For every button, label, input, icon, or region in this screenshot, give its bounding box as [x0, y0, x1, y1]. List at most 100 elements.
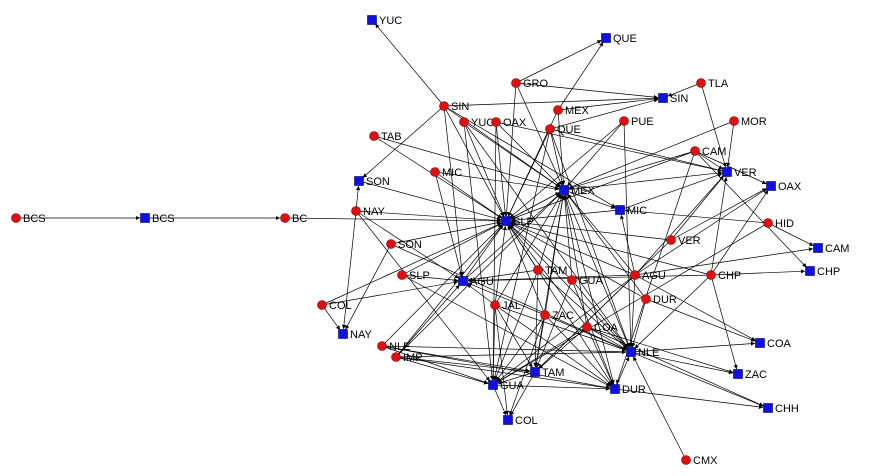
origin-node-tab[interactable]: TAB [369, 131, 402, 143]
edge-o_ZAC-to-d_DUR [544, 314, 612, 386]
node-label: CAM [825, 243, 849, 255]
destination-node-marker [530, 367, 540, 377]
destination-node-son[interactable]: SON [354, 176, 390, 188]
destination-node-gua[interactable]: GUA [488, 380, 525, 392]
origin-node-gro[interactable]: GRO [511, 78, 549, 90]
edge-d_SLP-to-d_DUR [505, 220, 613, 385]
edge-d_TAM-to-d_GUA [497, 371, 536, 385]
origin-node-col[interactable]: COL [317, 300, 352, 312]
origin-node-nay[interactable]: NAY [351, 206, 386, 218]
destination-node-que[interactable]: QUE [601, 33, 637, 45]
origin-node-que[interactable]: QUE [545, 124, 581, 136]
destination-node-slp[interactable]: SLP [501, 216, 534, 228]
origin-node-slp[interactable]: SLP [397, 270, 430, 282]
edge-o_NLE-to-d_SLP [381, 224, 503, 347]
destination-node-cam[interactable]: CAM [813, 243, 850, 255]
origin-node-tam[interactable]: TAM [533, 265, 568, 277]
origin-node-marker [459, 117, 469, 127]
origin-node-marker [641, 294, 651, 304]
origin-node-marker [511, 78, 521, 88]
node-label: OAX [503, 117, 527, 129]
destination-node-mex[interactable]: MEX [559, 185, 596, 197]
origin-node-yuc[interactable]: YUC [459, 117, 495, 129]
origin-node-marker [317, 300, 327, 310]
destination-node-mic[interactable]: MIC [615, 205, 648, 217]
destination-node-marker [601, 33, 611, 43]
edge-o_COA-to-d_MEX [563, 194, 588, 328]
origin-node-mic[interactable]: MIC [430, 167, 463, 179]
destination-node-tam[interactable]: TAM [530, 367, 565, 379]
node-label: NAY [350, 329, 372, 341]
edge-o_QUE-to-d_SIN [549, 98, 659, 130]
edge-o_IMP-to-d_GUA [395, 356, 489, 385]
destination-node-oax[interactable]: OAX [766, 181, 802, 193]
node-label: DUR [622, 384, 646, 396]
edge-d_MEX-to-d_DUR [563, 189, 615, 385]
origin-node-dur[interactable]: DUR [641, 294, 677, 306]
destination-node-marker [367, 15, 377, 25]
origin-node-marker [696, 78, 706, 88]
origin-node-oax[interactable]: OAX [491, 117, 527, 129]
edge-o_GRO-to-d_SIN [515, 82, 659, 100]
origin-node-pue[interactable]: PUE [619, 116, 654, 128]
origin-node-mor[interactable]: MOR [729, 116, 767, 128]
origin-node-marker [630, 270, 640, 280]
edge-d_MIC-to-d_SLP [510, 209, 621, 223]
edge-o_CAM-to-d_CHP [694, 150, 807, 268]
destination-node-zac[interactable]: ZAC [733, 369, 768, 381]
edge-o_MEX-to-d_QUE [557, 41, 604, 111]
edge-o_QUE-to-d_VER [549, 128, 723, 172]
edge-o_JAL-to-d_COL [494, 304, 510, 416]
edge-o_DUR-to-d_SLP [510, 223, 647, 300]
destination-node-nle[interactable]: NLE [626, 347, 660, 359]
origin-node-son[interactable]: SON [386, 239, 422, 251]
origin-node-cam[interactable]: CAM [690, 146, 727, 158]
destination-node-yuc[interactable]: YUC [367, 15, 403, 27]
destination-node-bcs[interactable]: BCS [140, 213, 175, 225]
destination-node-coa[interactable]: COA [755, 338, 792, 350]
origin-node-jal[interactable]: JAL [490, 300, 521, 312]
origin-node-mex[interactable]: MEX [553, 105, 590, 117]
origin-node-marker [619, 116, 629, 126]
destination-node-marker [458, 276, 468, 286]
node-label: MIC [627, 205, 647, 217]
origin-node-ver[interactable]: VER [666, 235, 701, 247]
origin-node-gua[interactable]: GUA [567, 275, 604, 287]
node-label: IMP [403, 352, 423, 364]
edge-o_AGU-to-d_TAM [538, 274, 636, 369]
origin-node-coa[interactable]: COA [582, 322, 619, 334]
destination-node-marker [722, 167, 732, 177]
edge-o_TAM-to-d_GUA [494, 269, 539, 381]
node-label: COL [329, 300, 352, 312]
origin-node-bc[interactable]: BC [280, 213, 308, 225]
origin-node-zac[interactable]: ZAC [540, 310, 575, 322]
node-label: AGU [642, 270, 666, 282]
origin-node-tla[interactable]: TLA [696, 78, 729, 90]
edge-o_HID-to-d_CAM [767, 222, 814, 247]
origin-node-bcs[interactable]: BCS [11, 213, 46, 225]
edge-o_JAL-to-d_DUR [494, 304, 612, 387]
origin-node-marker [280, 213, 290, 223]
destination-node-sin[interactable]: SIN [658, 93, 689, 105]
origin-node-imp[interactable]: IMP [391, 352, 423, 364]
edge-d_DUR-to-d_CHH [614, 388, 764, 409]
edge-o_COA-to-d_DUR [586, 326, 614, 385]
origin-node-sin[interactable]: SIN [439, 101, 470, 113]
destination-node-nay[interactable]: NAY [338, 329, 373, 341]
edge-o_OAX-to-d_VER [495, 121, 723, 173]
destination-node-chh[interactable]: CHH [763, 403, 799, 415]
destination-node-chp[interactable]: CHP [805, 266, 841, 278]
destination-node-ver[interactable]: VER [722, 167, 757, 179]
origin-node-nle[interactable]: NLE [377, 341, 411, 353]
edge-o_SON-to-d_NAY [345, 243, 392, 330]
node-label: JAL [502, 300, 521, 312]
origin-node-hid[interactable]: HID [763, 218, 795, 230]
destination-node-dur[interactable]: DUR [610, 384, 646, 396]
node-label: COA [767, 338, 792, 350]
destination-node-col[interactable]: COL [503, 415, 538, 427]
destination-node-agu[interactable]: AGU [458, 276, 494, 288]
origin-node-cmx[interactable]: CMX [681, 455, 719, 467]
origin-node-marker [545, 124, 555, 134]
origin-node-agu[interactable]: AGU [630, 270, 666, 282]
origin-node-chp[interactable]: CHP [706, 270, 742, 282]
